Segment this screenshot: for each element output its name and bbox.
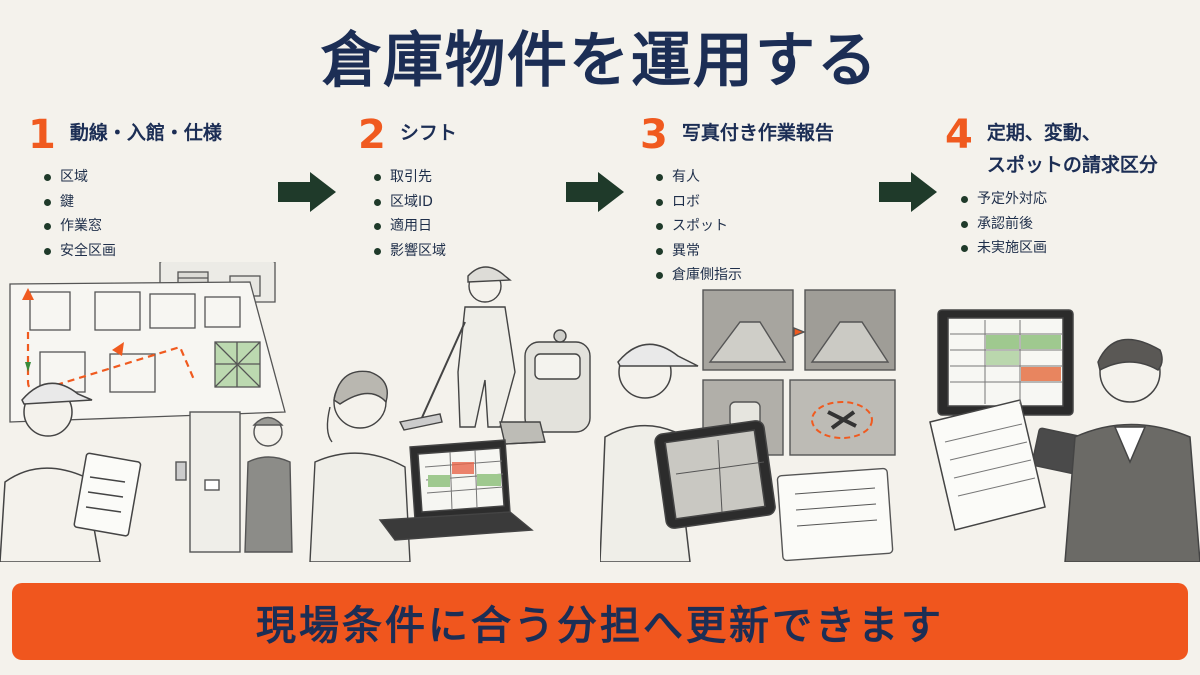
step-title: 動線・入館・仕様	[69, 122, 222, 144]
step-3: 3 写真付き作業報告 有人 ロボ スポット 異常 倉庫側指示	[640, 115, 834, 288]
list-item: 未実施区画	[959, 236, 1158, 261]
banner-text: 現場条件に合う分担へ更新できます	[256, 602, 944, 649]
step-title: シフト	[399, 122, 457, 144]
step-1: 1 動線・入館・仕様 区域 鍵 作業窓 安全区画	[28, 115, 222, 263]
list-item: 取引先	[372, 165, 457, 190]
list-item: 区域ID	[372, 190, 457, 215]
list-item: スポット	[654, 214, 834, 239]
warehouse-floorplan-illustration	[0, 262, 293, 562]
step-number: 3	[640, 112, 668, 158]
list-item: 予定外対応	[959, 187, 1158, 212]
photo-report-illustration	[600, 289, 896, 562]
list-item: 異常	[654, 239, 834, 264]
arrow-right-icon	[879, 172, 937, 212]
list-item: 安全区画	[42, 239, 222, 264]
step-number: 4	[945, 112, 973, 158]
summary-banner: 現場条件に合う分担へ更新できます	[12, 583, 1188, 660]
step-title: 定期、変動、	[986, 122, 1101, 144]
list-item: 有人	[654, 165, 834, 190]
step-title: スポットの請求区分	[986, 154, 1158, 176]
step-bullets: 予定外対応 承認前後 未実施区画	[959, 187, 1158, 261]
step-bullets: 有人 ロボ スポット 異常 倉庫側指示	[654, 165, 834, 288]
step-4: 4 定期、変動、 スポットの請求区分 予定外対応 承認前後 未実施区画	[945, 115, 1158, 261]
list-item: 影響区域	[372, 239, 457, 264]
list-item: 倉庫側指示	[654, 263, 834, 288]
list-item: 適用日	[372, 214, 457, 239]
shift-planning-illustration	[309, 266, 591, 562]
step-title: 写真付き作業報告	[681, 122, 834, 144]
list-item: 承認前後	[959, 212, 1158, 237]
billing-review-illustration	[929, 309, 1200, 562]
list-item: 区域	[42, 165, 222, 190]
step-2: 2 シフト 取引先 区域ID 適用日 影響区域	[358, 115, 457, 263]
arrow-right-icon	[278, 172, 336, 212]
page-title: 倉庫物件を運用する	[321, 26, 879, 96]
step-bullets: 区域 鍵 作業窓 安全区画	[42, 165, 222, 263]
list-item: 鍵	[42, 190, 222, 215]
step-bullets: 取引先 区域ID 適用日 影響区域	[372, 165, 457, 263]
list-item: 作業窓	[42, 214, 222, 239]
arrow-right-icon	[566, 172, 624, 212]
step-number: 2	[358, 112, 386, 158]
list-item: ロボ	[654, 190, 834, 215]
step-number: 1	[28, 112, 56, 158]
